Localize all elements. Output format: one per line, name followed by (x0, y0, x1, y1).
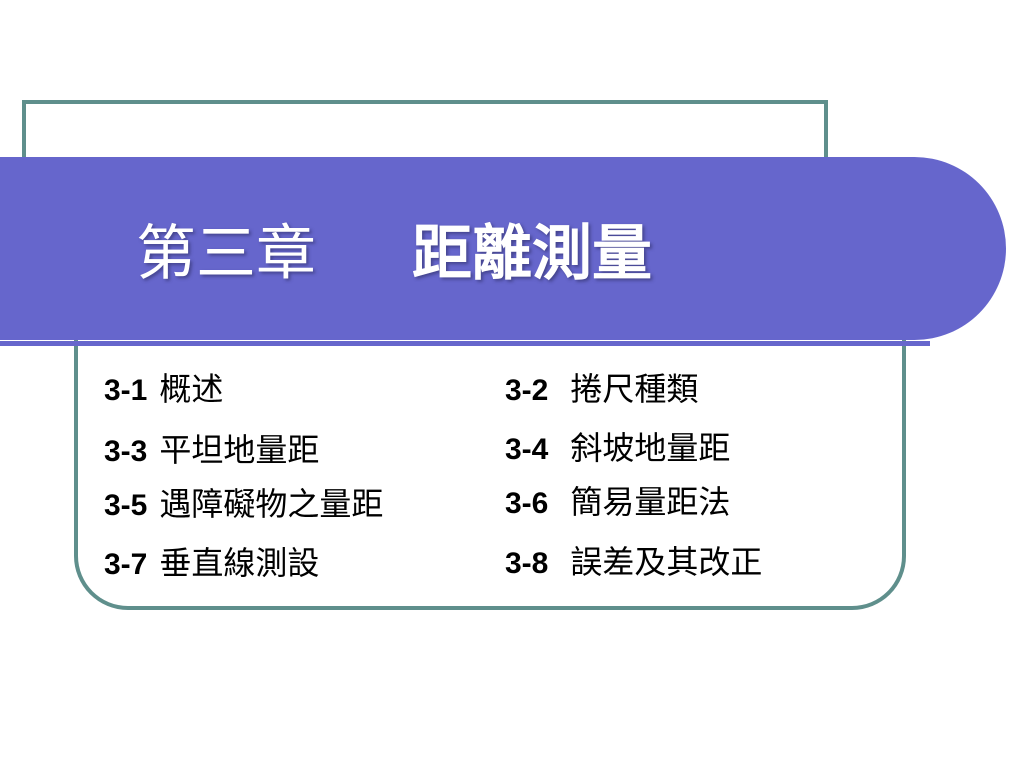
section-label: 誤差及其改正 (570, 543, 763, 581)
section-label: 捲尺種類 (570, 370, 699, 408)
section-label: 平坦地量距 (159, 431, 320, 469)
chapter-name: 距離測量 (412, 219, 652, 289)
section-number: 3-3 (104, 435, 148, 468)
section-number: 3-6 (505, 487, 549, 520)
section-number: 3-5 (104, 489, 148, 522)
section-label: 概述 (159, 370, 224, 408)
section-item-3-8: 3-8 誤差及其改正 (505, 540, 762, 584)
section-item-3-6: 3-6 簡易量距法 (505, 480, 730, 524)
section-item-3-4: 3-4 斜坡地量距 (505, 426, 730, 470)
chapter-label: 第三章 (136, 219, 316, 289)
section-label: 簡易量距法 (570, 483, 731, 521)
title-underline (0, 341, 930, 346)
section-item-3-1: 3-1 概述 (104, 367, 223, 411)
content-frame (74, 300, 906, 610)
slide-title: 第三章 距離測量 (136, 218, 652, 290)
section-item-3-3: 3-3 平坦地量距 (104, 428, 319, 472)
section-number: 3-7 (104, 548, 148, 581)
section-item-3-7: 3-7 垂直線測設 (104, 541, 319, 585)
section-number: 3-4 (505, 433, 549, 466)
section-label: 遇障礙物之量距 (159, 485, 384, 523)
section-item-3-5: 3-5 遇障礙物之量距 (104, 482, 383, 526)
title-band (0, 157, 1006, 340)
section-number: 3-2 (505, 374, 549, 407)
section-number: 3-1 (104, 374, 148, 407)
section-item-3-2: 3-2 捲尺種類 (505, 367, 698, 411)
section-label: 斜坡地量距 (570, 429, 731, 467)
section-label: 垂直線測設 (159, 544, 320, 582)
section-number: 3-8 (505, 547, 549, 580)
